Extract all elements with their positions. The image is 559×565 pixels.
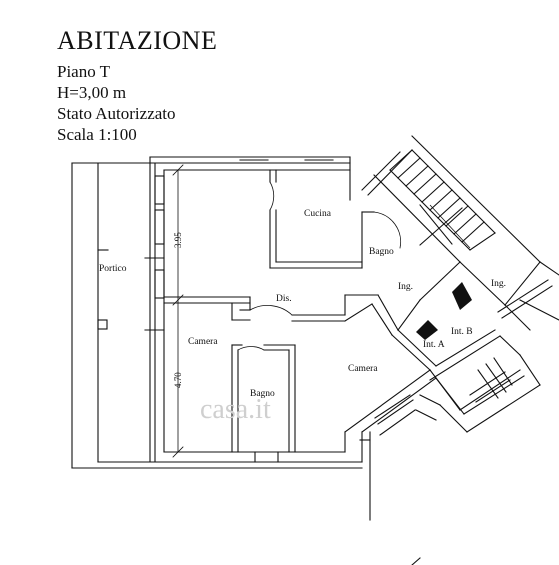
stairwell [373, 135, 559, 331]
plan-title: ABITAZIONE [57, 26, 218, 55]
exterior-walls [144, 156, 363, 463]
dimension-upper: 3.95 [173, 232, 183, 248]
room-label-camera-left: Camera [188, 337, 218, 347]
room-label-bagno-main: Bagno [250, 389, 275, 399]
height-label: H=3,00 m [57, 83, 127, 102]
dimension-lower: 4.70 [173, 372, 183, 388]
stair-direction-line [429, 204, 471, 249]
int-b-marker [452, 282, 472, 310]
entrance-block [359, 329, 541, 565]
room-label-cucina: Cucina [304, 209, 332, 219]
scale-label: Scala 1:100 [57, 125, 137, 144]
int-a-marker [416, 320, 438, 340]
door-swings [237, 181, 401, 351]
room-label-bagno-small: Bagno [369, 247, 394, 257]
label-int-a: Int. A [423, 340, 445, 350]
room-label-ing-outer: Ing. [491, 279, 506, 289]
portico-area [71, 162, 363, 469]
watermark: casa.it [200, 394, 271, 425]
room-label-portico: Portico [99, 264, 127, 274]
room-label-camera-right: Camera [348, 364, 378, 374]
room-label-ing-inner: Ing. [398, 282, 413, 292]
dimension-lines [172, 164, 184, 458]
label-int-b: Int. B [451, 327, 473, 337]
floor-label: Piano T [57, 62, 111, 81]
room-label-dis: Dis. [276, 294, 292, 304]
interior-walls [163, 149, 437, 463]
status-label: Stato Autorizzato [57, 104, 176, 123]
